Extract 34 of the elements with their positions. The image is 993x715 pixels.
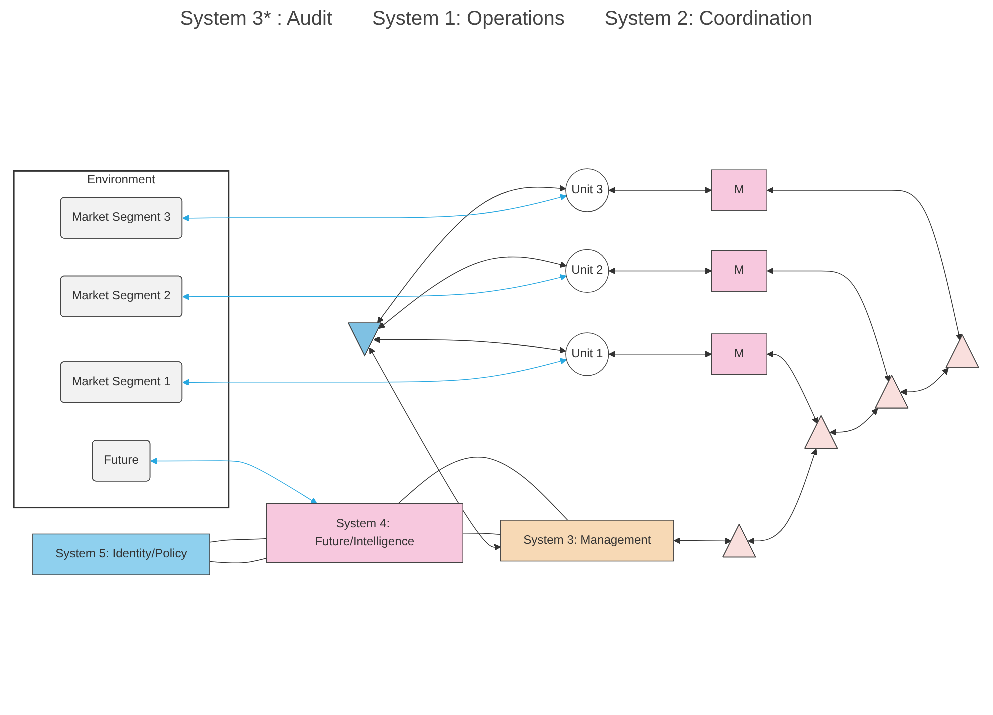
arrow xyxy=(369,348,502,551)
arrow xyxy=(182,194,567,222)
arrow xyxy=(150,458,318,504)
arrow xyxy=(373,336,566,354)
connector xyxy=(210,558,268,564)
node-box: System 4: Future/Intelligence xyxy=(266,503,464,564)
connector xyxy=(398,456,568,521)
node-box: System 3: Management xyxy=(500,520,674,562)
node-box: M xyxy=(711,170,768,212)
arrow xyxy=(767,351,818,424)
arrow xyxy=(378,256,567,330)
arrow xyxy=(830,408,878,436)
arrow xyxy=(182,274,567,300)
node-circle: Unit 2 xyxy=(566,249,610,293)
node-box: M xyxy=(711,250,768,292)
arrow xyxy=(748,448,818,544)
node-circle: Unit 3 xyxy=(566,168,610,212)
system-label: System 1: Operations xyxy=(372,8,565,31)
arrow xyxy=(674,538,732,544)
arrow xyxy=(608,187,712,194)
arrow xyxy=(182,358,567,386)
arrow xyxy=(608,268,712,274)
connector xyxy=(462,532,502,535)
arrow xyxy=(377,185,566,324)
node-circle: Unit 1 xyxy=(566,332,610,376)
system-label: System 3* : Audit xyxy=(180,8,333,31)
system-label: System 2: Coordination xyxy=(604,8,813,31)
arrow xyxy=(900,368,949,396)
arrow xyxy=(767,268,891,382)
arrow xyxy=(608,351,712,358)
arrow xyxy=(767,187,962,341)
node-box: System 5: Identity/Policy xyxy=(32,534,210,576)
node-box: M xyxy=(711,334,768,376)
connector xyxy=(210,538,268,543)
